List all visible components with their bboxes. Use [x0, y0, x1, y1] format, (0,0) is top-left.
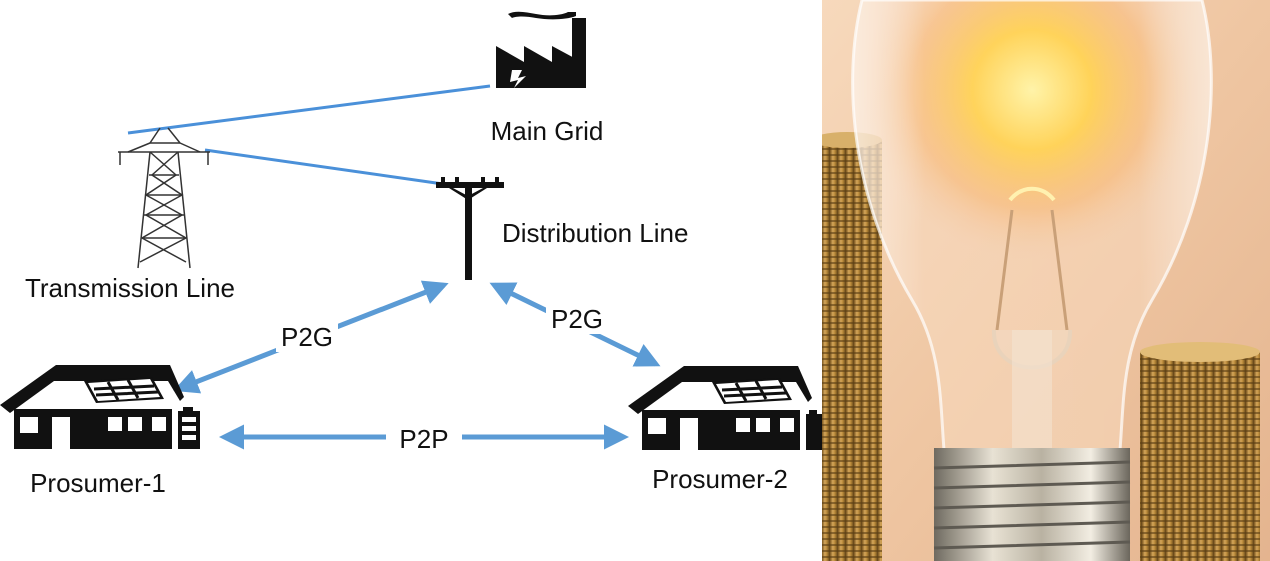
- distribution-line-label: Distribution Line: [502, 218, 688, 248]
- coin-stack-right: [1140, 342, 1260, 561]
- main-grid-label: Main Grid: [491, 116, 604, 146]
- p2g-left-label: P2G: [281, 322, 333, 352]
- tower-to-pole-line: [204, 148, 451, 187]
- prosumer-2-label: Prosumer-2: [652, 464, 788, 494]
- p2p-label: P2P: [399, 424, 448, 454]
- solar-panel-icon: [84, 377, 164, 403]
- lightbulb-coins-photo: [822, 0, 1270, 561]
- transmission-line-label: Transmission Line: [25, 273, 235, 303]
- prosumer-2-house-icon: [628, 366, 822, 450]
- prosumer-1-label: Prosumer-1: [30, 468, 166, 498]
- battery-icon: [806, 410, 822, 450]
- solar-panel-icon: [712, 378, 792, 404]
- p2p-label-bg: [386, 422, 462, 454]
- battery-icon: [178, 407, 200, 449]
- bulb-screw-base: [933, 448, 1131, 561]
- prosumer-1-house-icon: [0, 365, 200, 449]
- transmission-tower-icon: [118, 127, 210, 269]
- distribution-pole-icon: [436, 177, 504, 280]
- p2g-right-label: P2G: [551, 304, 603, 334]
- power-plant-icon: [496, 11, 586, 88]
- grid-to-tower-line: [127, 84, 491, 135]
- p2g-right-label-bg: [546, 302, 608, 334]
- lightbulb-icon: [851, 0, 1213, 561]
- p2g-left-label-bg: [276, 320, 338, 352]
- energy-trading-diagram: Main Grid Transmission Line: [0, 11, 822, 498]
